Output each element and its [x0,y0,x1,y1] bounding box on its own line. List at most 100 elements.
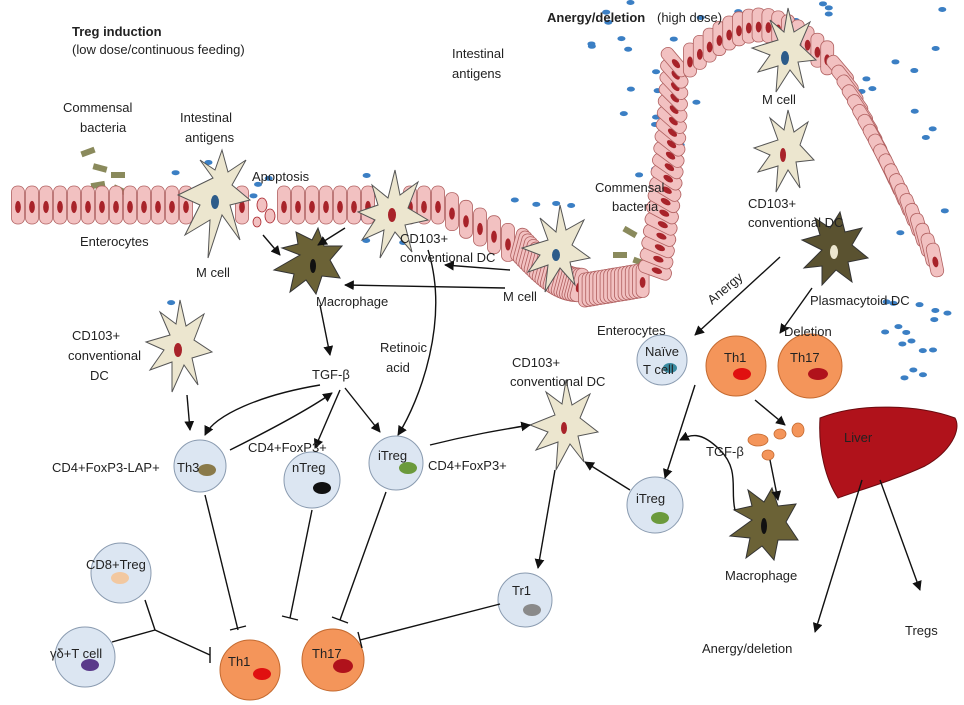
bacterium [613,252,627,258]
dc-right [752,109,816,193]
anergy-deletion-outcome: Anergy/deletion [702,641,792,656]
antigen [891,59,900,65]
antigen [818,1,827,7]
epithelium-villus [510,7,945,308]
enterocyte [291,185,305,225]
antigen [929,347,938,353]
commensal-bacteria-right-l2: bacteria [612,199,659,214]
antigen [943,310,952,316]
antigen [902,329,911,335]
antigen [587,43,596,49]
antigen [894,324,903,330]
naive-t-cell [636,334,688,386]
treg-induction-subtitle: (low dose/continuous feeding) [72,42,245,57]
enterocyte [277,185,291,225]
enterocyte [137,185,151,225]
antigen [204,159,213,165]
commensal-bacteria-left-l1: Commensal [63,100,132,115]
macrophage-left-label: Macrophage [316,294,388,309]
antigen [868,86,877,92]
enterocyte [431,185,445,225]
antigen [635,172,644,178]
enterocyte [95,185,109,225]
antigen [881,329,890,335]
retinoic-acid-l1: Retinoic [380,340,427,355]
cd103-dc-upper-l2: conventional DC [400,250,495,265]
antigen [171,170,180,176]
cd8-treg-label: CD8+Treg [86,557,146,572]
antigen [604,19,613,25]
antigen [900,375,909,381]
th3-cell [173,439,227,493]
m-cell-left [176,148,252,259]
th17-effector-left [301,628,365,692]
antigen [567,202,576,208]
itreg-cell-right [626,476,684,534]
plasmacytoid-dc [800,210,870,287]
th1-right-label: Th1 [724,350,746,365]
antigen [931,45,940,51]
th17-effector-right [777,333,843,399]
deletion-label: Deletion [784,324,832,339]
m-cell-right-label: M cell [762,92,796,107]
antigen [918,348,927,354]
cd103-dc-left-l1: CD103+ [72,328,120,343]
th1-effector-left [219,639,281,701]
enterocyte [417,185,431,225]
th17-right-label: Th17 [790,350,820,365]
antigen [862,76,871,82]
antigen [362,172,371,178]
antigen [254,181,263,187]
macrophage-right [728,486,799,562]
intestinal-antigens-top-l2: antigens [452,66,502,81]
enterocyte [305,185,319,225]
commensal-bacteria-right-l1: Commensal [595,180,664,195]
enterocyte [123,185,137,225]
th1-left-label: Th1 [228,654,250,669]
anergy-deletion-subtitle: (high dose) [657,10,722,25]
intestinal-antigens-top-l1: Intestinal [452,46,504,61]
macrophage-right-label: Macrophage [725,568,797,583]
enterocyte [445,192,459,232]
liver-label: Liver [844,430,873,445]
enterocyte [319,185,333,225]
enterocyte [165,185,179,225]
antigen [889,300,898,306]
macrophage-left [272,226,344,296]
antigen [824,11,833,17]
commensal-bacteria-left-l2: bacteria [80,120,127,135]
enterocyte [151,185,165,225]
antigen [882,299,891,305]
bacterium [622,225,638,239]
enterocyte [81,185,95,225]
itreg-left-label: iTreg [378,448,407,463]
enterocyte [109,185,123,225]
antigen [696,15,705,21]
antigen [928,126,937,132]
cd103-dc-left-l3: DC [90,368,109,383]
antigen [896,230,905,236]
liver [819,406,958,499]
ntreg-cell [283,451,341,509]
antigen [652,69,661,75]
antigen [921,134,930,140]
enterocyte [487,215,501,255]
antigen [264,175,273,181]
enterocyte [925,242,945,278]
intestinal-antigens-mcell-l2: antigens [185,130,235,145]
apoptotic-bodies [252,197,276,228]
antigen [898,341,907,347]
cd103-dc-mid-l1: CD103+ [512,355,560,370]
antigen [910,68,919,74]
naive-t-cell-l2: T cell [643,362,674,377]
epithelium-left [11,185,515,262]
cd103-dc-left-l2: conventional [68,348,141,363]
dc-mid [528,379,600,471]
th1-effector-right [705,335,767,397]
antigen [824,5,833,11]
apoptosis-label: Apoptosis [252,169,310,184]
antigen [624,46,633,52]
antigen [692,99,701,105]
itreg-right-label: iTreg [636,491,665,506]
m-cell-right [750,7,818,93]
